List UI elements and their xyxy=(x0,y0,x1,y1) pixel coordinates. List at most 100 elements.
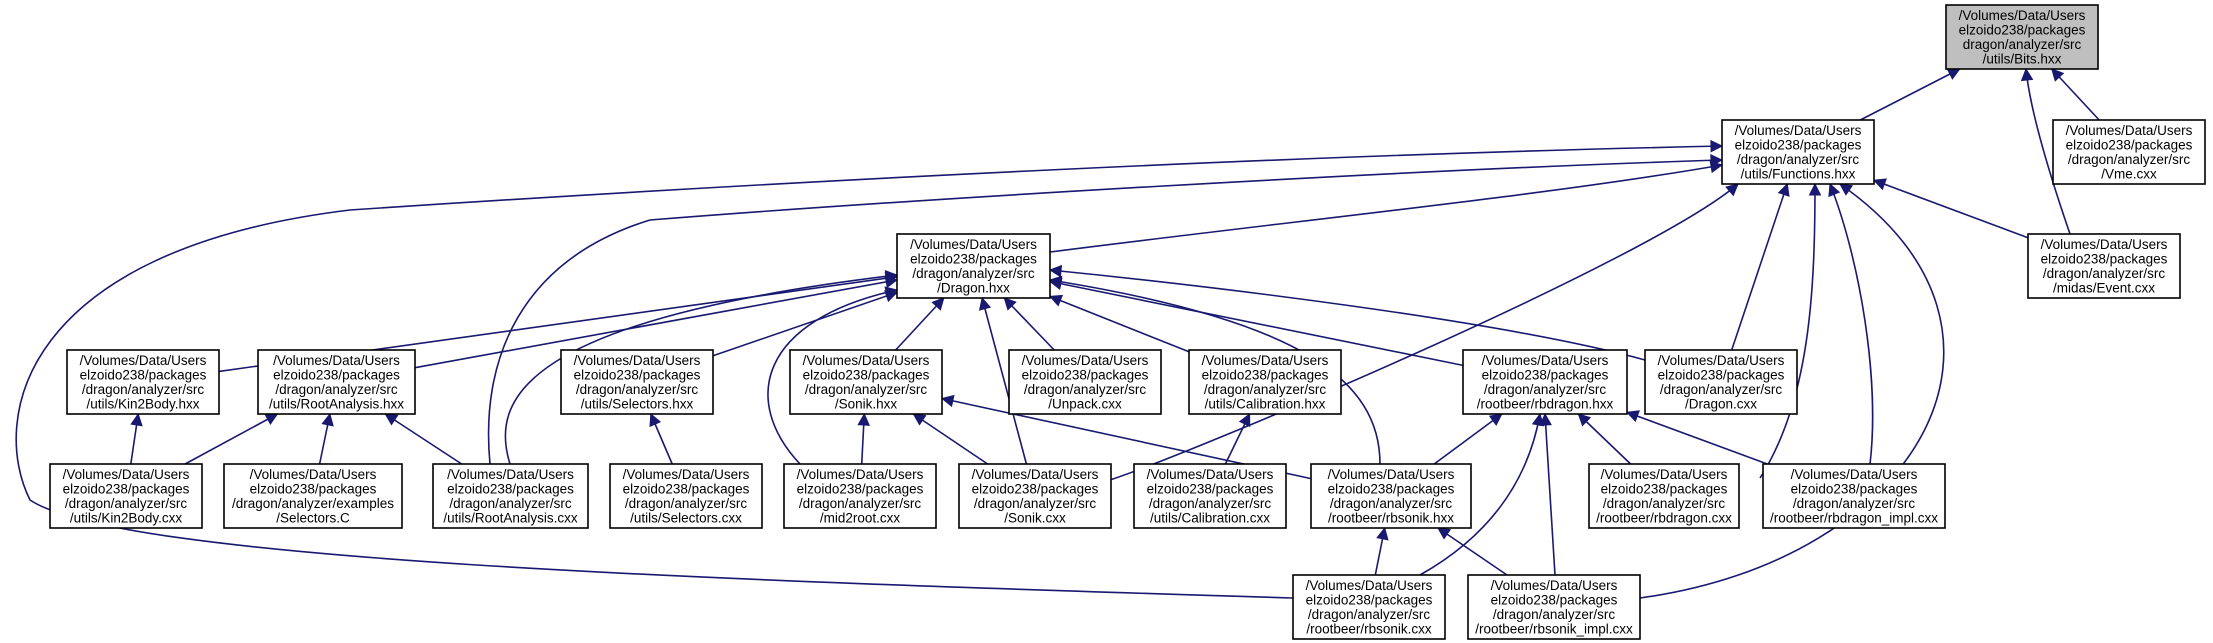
arrow-head-icon xyxy=(1437,527,1452,540)
node-label-line: elzoido238/packages xyxy=(2066,138,2193,153)
node-label-line: elzoido238/packages xyxy=(797,482,924,497)
edge-line xyxy=(767,289,898,465)
node-sonik-hxx[interactable]: /Volumes/Data/Userselzoido238/packages/d… xyxy=(789,349,943,415)
node-box xyxy=(1762,463,1946,529)
edge-rbdragon_impl-to-rbdragon_hxx xyxy=(1625,410,1768,465)
arrow-head-icon xyxy=(931,297,945,311)
arrow-head-icon xyxy=(649,412,662,428)
edge-sonik_cxx-to-functions xyxy=(1109,183,1739,481)
node-calibration-cxx[interactable]: /Volumes/Data/Userselzoido238/packages/d… xyxy=(1133,463,1287,529)
node-box xyxy=(223,463,403,529)
node-functions[interactable]: /Volumes/Data/Userselzoido238/packages/d… xyxy=(1721,119,1875,185)
edge-line xyxy=(1003,297,1055,351)
node-label-line: /Volumes/Data/Users xyxy=(623,467,750,482)
node-label-line: elzoido238/packages xyxy=(1147,482,1274,497)
node-label-line: /rootbeer/rbsonik.hxx xyxy=(1328,511,1454,526)
node-rbsonik-cxx[interactable]: /Volumes/Data/Userselzoido238/packages/d… xyxy=(1292,574,1446,640)
edge-line xyxy=(1049,280,1464,367)
edge-line xyxy=(1419,413,1541,576)
edge-rootanalysis_cxx-to-dragon_hxx xyxy=(504,270,899,465)
node-rootanalysis-cxx[interactable]: /Volumes/Data/Userselzoido238/packages/d… xyxy=(432,463,589,529)
node-box xyxy=(896,233,1051,299)
node-kin2body-hxx[interactable]: /Volumes/Data/Userselzoido238/packages/d… xyxy=(66,349,220,415)
arrow-head-icon xyxy=(1376,526,1389,541)
arrow-head-icon xyxy=(1710,154,1724,167)
arrow-head-icon xyxy=(321,412,334,427)
node-label-line: /Volumes/Data/Users xyxy=(447,467,574,482)
node-label-line: /dragon/analyzer/examples xyxy=(232,496,394,511)
edge-rbdragon_cxx-to-rbdragon_hxx xyxy=(1577,413,1632,465)
node-box xyxy=(1945,4,2099,70)
node-label-line: /dragon/analyzer/src xyxy=(1660,382,1783,397)
node-label-line: /Volumes/Data/Users xyxy=(1735,123,1862,138)
node-rbdragon-cxx[interactable]: /Volumes/Data/Userselzoido238/packages/d… xyxy=(1588,463,1740,529)
edge-line xyxy=(1433,413,1503,465)
node-box xyxy=(1310,463,1472,529)
edge-line xyxy=(1859,68,1961,121)
arrow-head-icon xyxy=(912,413,927,426)
edge-event-to-functions xyxy=(1872,178,2029,239)
node-label-line: /Volumes/Data/Users xyxy=(1491,578,1618,593)
edge-line xyxy=(981,297,1028,465)
node-box xyxy=(783,463,937,529)
node-vme[interactable]: /Volumes/Data/Userselzoido238/packages/d… xyxy=(2052,119,2206,185)
node-label-line: dragon/analyzer/src xyxy=(1963,37,2082,52)
node-label-line: elzoido238/packages xyxy=(1491,593,1618,608)
arrow-head-icon xyxy=(1777,182,1790,197)
node-rootanalysis-hxx[interactable]: /Volumes/Data/Userselzoido238/packages/d… xyxy=(257,349,416,415)
node-label-line: /mid2root.cxx xyxy=(820,511,901,526)
node-rbdragon-hxx[interactable]: /Volumes/Data/Userselzoido238/packages/d… xyxy=(1462,349,1628,415)
arrow-head-icon xyxy=(857,412,870,426)
edge-line xyxy=(1759,183,1816,479)
node-label-line: elzoido238/packages xyxy=(1601,482,1728,497)
node-selectors-hxx[interactable]: /Volumes/Data/Userselzoido238/packages/d… xyxy=(560,349,714,415)
node-mid2root[interactable]: /Volumes/Data/Userselzoido238/packages/d… xyxy=(783,463,937,529)
node-dragon-cxx[interactable]: /Volumes/Data/Userselzoido238/packages/d… xyxy=(1644,349,1798,415)
arrow-head-icon xyxy=(2051,68,2065,82)
edge-rootanalysis_cxx-to-rootanalysis_hxx xyxy=(384,413,463,465)
node-dragon-hxx[interactable]: /Volumes/Data/Userselzoido238/packages/d… xyxy=(896,233,1051,299)
node-label-line: elzoido238/packages xyxy=(1658,368,1785,383)
edge-line xyxy=(895,297,945,351)
node-label-line: /utils/RootAnalysis.hxx xyxy=(269,397,404,412)
node-event[interactable]: /Volumes/Data/Userselzoido238/packages/d… xyxy=(2027,233,2181,299)
node-box xyxy=(1188,349,1342,415)
edge-rootanalysis_cxx-to-functions xyxy=(487,154,1724,465)
node-bits[interactable]: /Volumes/Data/Userselzoido238/packagesdr… xyxy=(1945,4,2099,70)
node-label-line: elzoido238/packages xyxy=(1328,482,1455,497)
arrow-head-icon xyxy=(1577,413,1592,427)
node-label-line: /Volumes/Data/Users xyxy=(80,353,207,368)
edge-dragon_cxx-to-dragon_hxx xyxy=(1048,264,1646,361)
node-label-line: /Volumes/Data/Users xyxy=(63,467,190,482)
edge-rbdragon_impl-to-functions xyxy=(1828,182,1874,465)
node-label-line: elzoido238/packages xyxy=(2041,252,2168,267)
arrow-head-icon xyxy=(1238,412,1251,428)
node-sonik-cxx[interactable]: /Volumes/Data/Userselzoido238/packages/d… xyxy=(958,463,1112,529)
edge-line xyxy=(1049,269,1646,361)
node-label-line: /dragon/analyzer/src xyxy=(1603,496,1726,511)
edge-functions-to-bits xyxy=(1859,68,1961,121)
edge-sonik_cxx-to-sonik_hxx xyxy=(912,413,989,465)
node-rbdragon-impl[interactable]: /Volumes/Data/Userselzoido238/packages/d… xyxy=(1762,463,1946,529)
edge-mid2root-to-sonik_hxx xyxy=(857,412,870,465)
node-label-line: /Volumes/Data/Users xyxy=(1147,467,1274,482)
node-label-line: /Volumes/Data/Users xyxy=(1328,467,1455,482)
node-rbsonik-hxx[interactable]: /Volumes/Data/Userselzoido238/packages/d… xyxy=(1310,463,1472,529)
node-box xyxy=(1467,574,1641,640)
node-kin2body-cxx[interactable]: /Volumes/Data/Userselzoido238/packages/d… xyxy=(49,463,203,529)
node-box xyxy=(49,463,203,529)
node-calibration-hxx[interactable]: /Volumes/Data/Userselzoido238/packages/d… xyxy=(1188,349,1342,415)
node-rbsonik-impl[interactable]: /Volumes/Data/Userselzoido238/packages/d… xyxy=(1467,574,1641,640)
node-selectors-c[interactable]: /Volumes/Data/Userselzoido238/packages/d… xyxy=(223,463,403,529)
node-label-line: /Sonik.hxx xyxy=(835,397,898,412)
arrow-head-icon xyxy=(1828,182,1841,198)
edge-line xyxy=(184,413,278,465)
node-label-line: elzoido238/packages xyxy=(1959,23,2086,38)
edge-selectors_cxx-to-selectors_hxx xyxy=(649,412,673,465)
node-label-line: /Volumes/Data/Users xyxy=(972,467,1099,482)
node-selectors-cxx[interactable]: /Volumes/Data/Userselzoido238/packages/d… xyxy=(609,463,763,529)
node-label-line: elzoido238/packages xyxy=(803,368,930,383)
edge-rbsonik_hxx-to-rbdragon_hxx xyxy=(1433,413,1503,465)
node-label-line: /Volumes/Data/Users xyxy=(2041,237,2168,252)
node-unpack[interactable]: /Volumes/Data/Userselzoido238/packages/d… xyxy=(1008,349,1162,415)
